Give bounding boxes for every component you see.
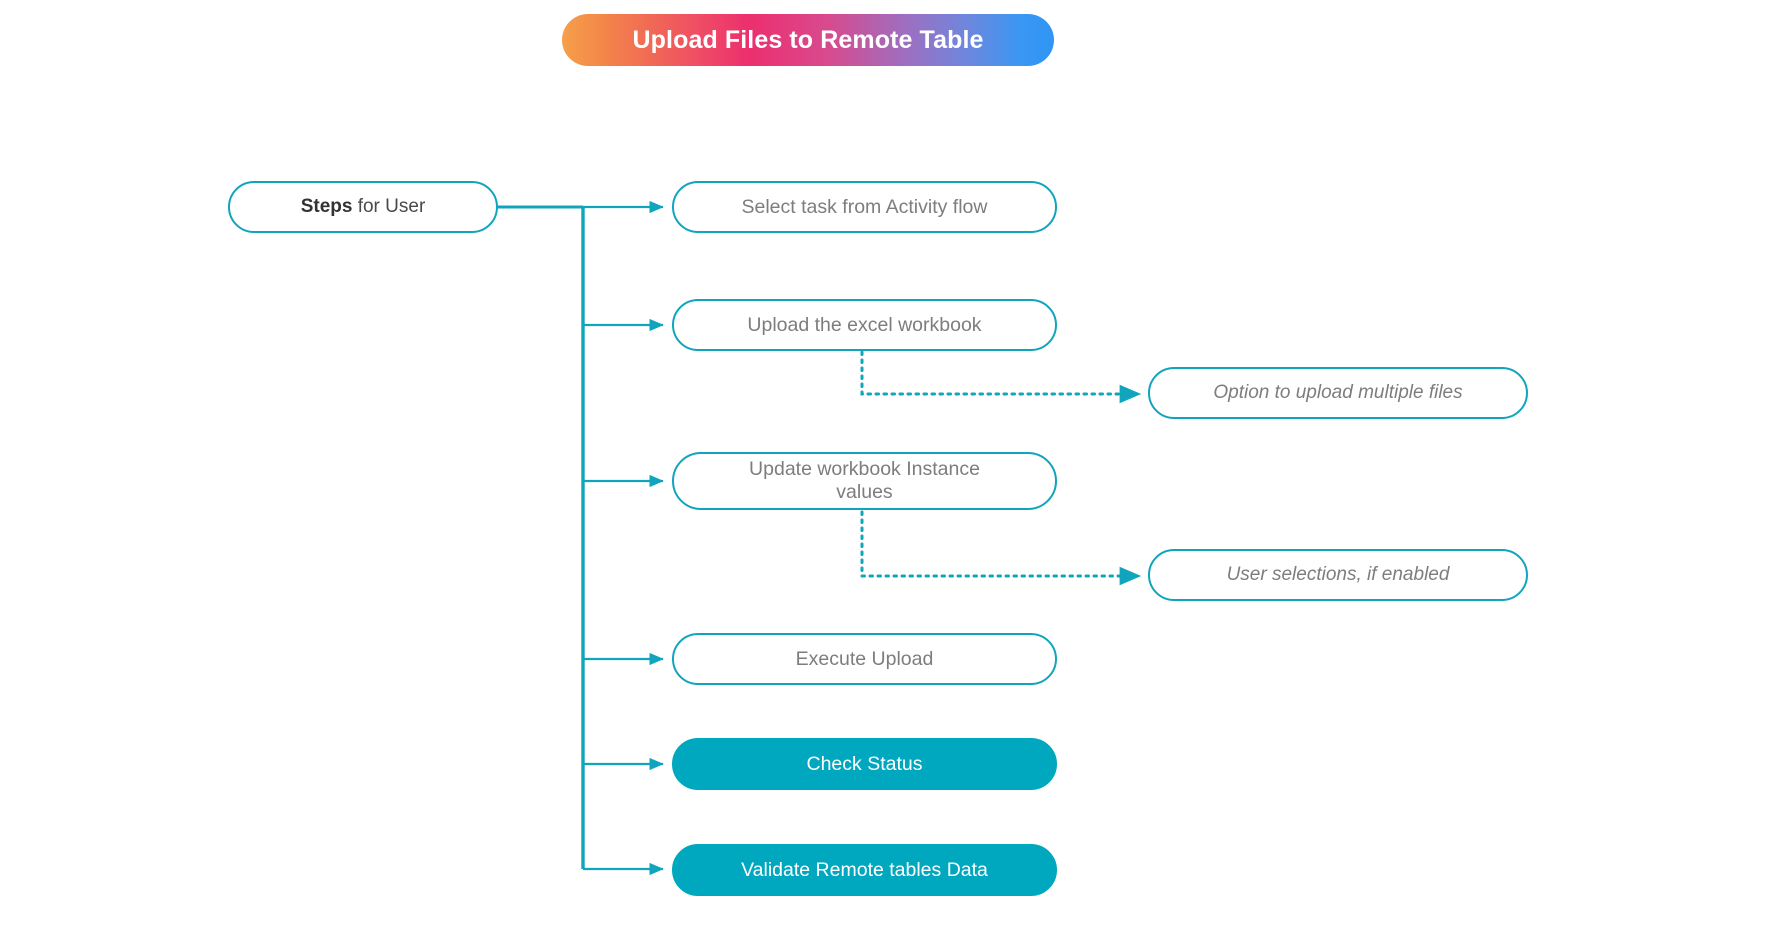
node-annotation-option-to-upload-multiple-files[interactable]: Option to upload multiple files: [1148, 367, 1528, 419]
node-root-label: Steps for User: [283, 196, 444, 218]
node-step-check-status[interactable]: Check Status: [672, 738, 1057, 790]
node-root-label-rest: for User: [352, 195, 426, 217]
node-step-5-label: Validate Remote tables Data: [741, 858, 988, 881]
node-annotation-0-label: Option to upload multiple files: [1213, 381, 1463, 403]
node-step-2-label-line2: values: [836, 481, 893, 503]
node-step-3-label: Execute Upload: [795, 647, 934, 670]
node-root-label-strong: Steps: [300, 195, 353, 217]
node-root-steps-for-user[interactable]: Steps for User: [228, 181, 498, 233]
page-title: Upload Files to Remote Table: [632, 25, 984, 54]
node-annotation-1-label: User selections, if enabled: [1226, 563, 1450, 585]
node-step-upload-the-excel-workbook[interactable]: Upload the excel workbook: [672, 299, 1057, 351]
connector-dotted-annotation-1: [860, 510, 1142, 586]
connector-dotted-annotation-0: [860, 350, 1142, 404]
node-step-execute-upload[interactable]: Execute Upload: [672, 633, 1057, 685]
node-step-2-label-line1: Update workbook Instance: [749, 458, 980, 480]
node-step-1-label: Upload the excel workbook: [747, 313, 982, 336]
page-title-banner: Upload Files to Remote Table: [562, 14, 1054, 66]
node-step-0-label: Select task from Activity flow: [741, 195, 988, 218]
node-step-select-task-from-activity-flow[interactable]: Select task from Activity flow: [672, 181, 1057, 233]
node-step-4-label: Check Status: [806, 752, 923, 775]
node-step-validate-remote-tables-data[interactable]: Validate Remote tables Data: [672, 844, 1057, 896]
node-annotation-user-selections-if-enabled[interactable]: User selections, if enabled: [1148, 549, 1528, 601]
